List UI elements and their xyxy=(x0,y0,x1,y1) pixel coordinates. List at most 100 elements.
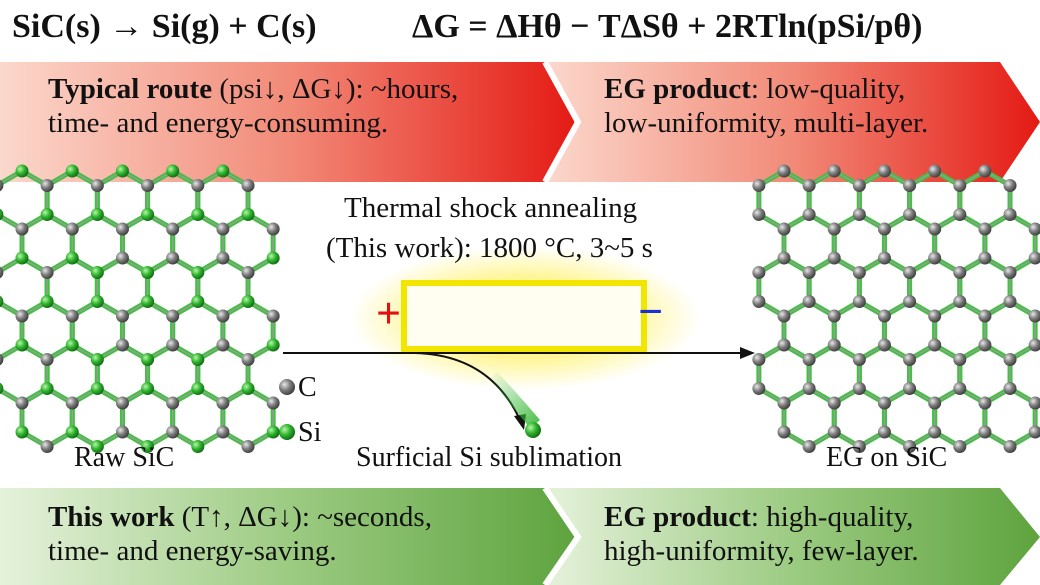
lattice-c-atom xyxy=(827,222,841,236)
lattice-si-atom xyxy=(0,295,4,308)
lattice-c-atom xyxy=(903,382,917,395)
lattice-c-atom xyxy=(827,164,841,178)
lattice-c-atom xyxy=(115,338,129,352)
lattice-c-atom xyxy=(953,295,967,308)
lattice-c-atom xyxy=(266,396,280,410)
lattice-si-atom xyxy=(15,164,29,178)
legend-si-label: Si xyxy=(298,417,322,448)
lattice-c-atom xyxy=(115,309,129,323)
lattice-c-atom xyxy=(877,222,891,236)
lattice-c-atom xyxy=(115,396,129,410)
right-arrow-icon xyxy=(740,347,755,359)
lattice-c-atom xyxy=(752,353,766,366)
lattice-c-atom xyxy=(978,396,992,410)
lattice-si-atom xyxy=(266,338,280,352)
lattice-si-atom xyxy=(15,251,29,265)
lattice-c-atom xyxy=(1003,353,1017,366)
lattice-c-atom xyxy=(852,382,866,395)
lattice-c-atom xyxy=(15,222,29,236)
lattice-si-atom xyxy=(141,295,155,308)
lattice-c-atom xyxy=(1028,425,1040,439)
heater-element xyxy=(401,280,647,352)
lattice-c-atom xyxy=(777,164,791,178)
lattice-c-atom xyxy=(15,396,29,410)
lattice-c-atom xyxy=(978,164,992,178)
lattice-si-atom xyxy=(166,164,180,178)
lattice-c-atom xyxy=(928,338,942,352)
bottom-left-banner-text: This work (T↑, ΔG↓): ~seconds, time- and… xyxy=(48,500,432,568)
lattice-si-atom xyxy=(191,353,205,366)
lattice-c-atom xyxy=(877,338,891,352)
lattice-c-atom xyxy=(752,179,766,192)
lattice-c-atom xyxy=(802,266,816,279)
lattice-si-atom xyxy=(90,382,104,395)
lattice-c-atom xyxy=(216,251,230,265)
lattice-c-atom xyxy=(141,179,155,192)
lattice-si-atom xyxy=(241,382,255,395)
lattice-c-atom xyxy=(827,251,841,265)
lattice-c-atom xyxy=(115,251,129,265)
lattice-c-atom xyxy=(0,353,4,366)
lattice-c-atom xyxy=(903,295,917,308)
bottom-banner-right-chevron xyxy=(545,488,1040,585)
lattice-si-atom xyxy=(141,353,155,366)
lattice-c-atom xyxy=(241,266,255,279)
lattice-c-atom xyxy=(241,353,255,366)
lattice-c-atom xyxy=(877,164,891,178)
lattice-si-atom xyxy=(191,266,205,279)
lattice-c-atom xyxy=(241,179,255,192)
lattice-c-atom xyxy=(827,338,841,352)
carbon-atom-icon xyxy=(279,379,295,395)
lattice-c-atom xyxy=(852,179,866,192)
lattice-si-atom xyxy=(90,353,104,366)
lattice-c-atom xyxy=(1003,266,1017,279)
lattice-c-atom xyxy=(1003,440,1017,453)
top-left-banner-text: Typical route (psi↓, ΔG↓): ~hours, time-… xyxy=(48,72,458,140)
lattice-c-atom xyxy=(166,338,180,352)
lattice-c-atom xyxy=(777,396,791,410)
lattice-si-atom xyxy=(65,425,79,439)
lattice-c-atom xyxy=(928,251,942,265)
lattice-c-atom xyxy=(1003,295,1017,308)
lattice-c-atom xyxy=(852,440,866,453)
lattice-c-atom xyxy=(877,425,891,439)
lattice-si-atom xyxy=(141,266,155,279)
lattice-c-atom xyxy=(802,440,816,453)
lattice-c-atom xyxy=(752,266,766,279)
lattice-c-atom xyxy=(903,440,917,453)
lattice-c-atom xyxy=(1028,338,1040,352)
gibbs-equation: ΔG = ΔHθ − TΔSθ + 2RTln(pSi/pθ) xyxy=(412,8,923,45)
lattice-c-atom xyxy=(827,396,841,410)
lattice-c-atom xyxy=(15,309,29,323)
lattice-c-atom xyxy=(978,425,992,439)
lattice-si-atom xyxy=(115,164,129,178)
lattice-si-atom xyxy=(65,251,79,265)
lattice-si-atom xyxy=(15,425,29,439)
lattice-si-atom xyxy=(40,382,54,395)
lattice-c-atom xyxy=(1003,179,1017,192)
lattice-si-atom xyxy=(90,208,104,221)
lattice-c-atom xyxy=(802,208,816,221)
lattice-c-atom xyxy=(903,353,917,366)
bottom-right-rest: : high-quality, xyxy=(750,501,914,533)
lattice-c-atom xyxy=(877,309,891,323)
lattice-si-atom xyxy=(191,382,205,395)
lattice-c-atom xyxy=(241,440,255,453)
lattice-si-atom xyxy=(266,251,280,265)
lattice-c-atom xyxy=(1028,396,1040,410)
lattice-c-atom xyxy=(166,396,180,410)
lattice-c-atom xyxy=(40,179,54,192)
lattice-si-atom xyxy=(65,338,79,352)
lattice-si-atom xyxy=(141,382,155,395)
lattice-c-atom xyxy=(953,208,967,221)
lattice-c-atom xyxy=(166,425,180,439)
top-left-line2: time- and energy-consuming. xyxy=(48,107,389,139)
eg-on-sic-lattice xyxy=(752,164,1040,453)
top-right-bold: EG product xyxy=(604,73,751,105)
lattice-c-atom xyxy=(266,309,280,323)
lattice-c-atom xyxy=(802,382,816,395)
lattice-c-atom xyxy=(802,179,816,192)
lattice-c-atom xyxy=(166,309,180,323)
top-banner-left-chevron xyxy=(0,62,578,182)
